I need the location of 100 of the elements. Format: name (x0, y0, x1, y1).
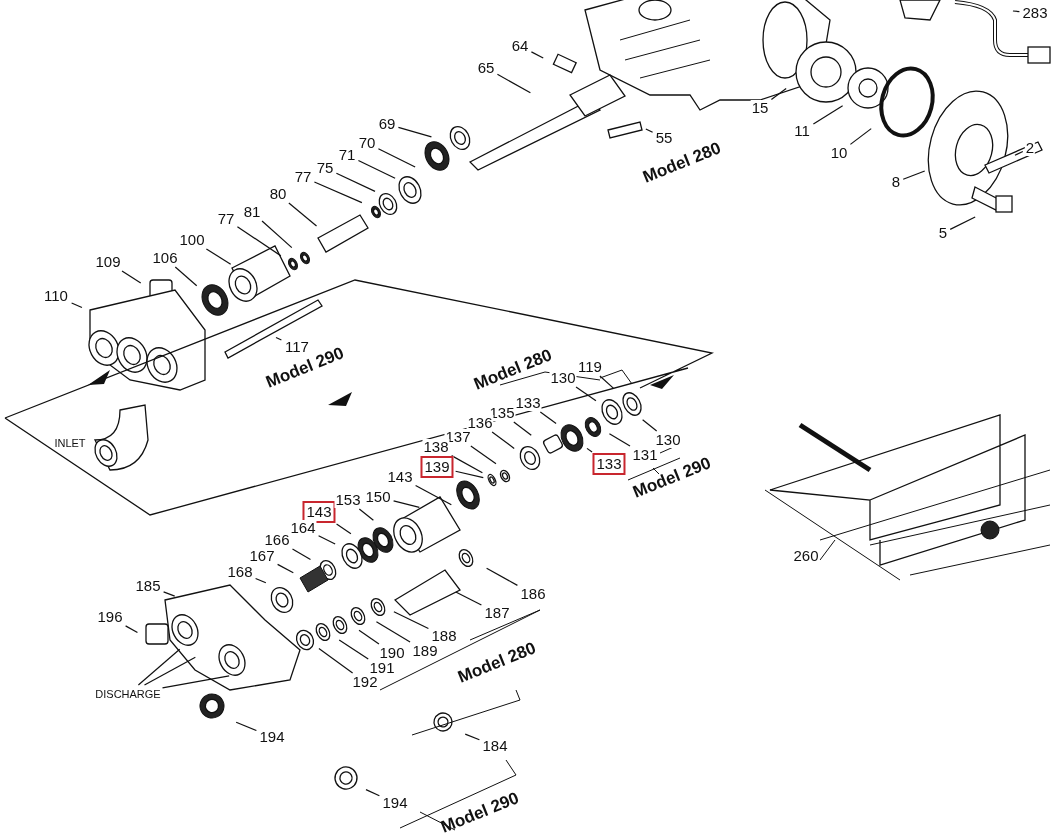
leader-line (486, 567, 518, 586)
callout-number: 196 (96, 609, 124, 625)
callout-number: 260 (792, 548, 820, 564)
callout-number: 133 (514, 395, 542, 411)
callout-number: 77 (293, 169, 313, 185)
leader-line (599, 375, 615, 390)
callout-number: 130 (549, 370, 577, 386)
callout-number: 131 (631, 447, 659, 463)
callout-number: 110 (43, 288, 69, 304)
leader-line (397, 126, 433, 138)
callout-number: 166 (263, 532, 291, 548)
callout-number: 139 (420, 456, 454, 478)
callout-number: 8 (890, 174, 902, 190)
leader-line (275, 336, 282, 341)
leader-line (377, 148, 416, 168)
callout-number: 55 (654, 130, 674, 146)
leader-line (338, 639, 369, 660)
leader-line (455, 470, 484, 479)
leader-line (163, 591, 176, 597)
leader-line (513, 421, 532, 436)
callout-number: 65 (476, 60, 496, 76)
leader-line (642, 419, 658, 432)
leader-line (393, 500, 420, 508)
callout-number: 69 (377, 116, 397, 132)
leader-line (375, 621, 411, 643)
callout-number: 191 (368, 660, 396, 676)
leader-line (205, 248, 232, 265)
leader-line (288, 202, 318, 227)
leader-line (125, 625, 139, 634)
port-label: INLET (54, 436, 86, 451)
leader-line (291, 548, 312, 561)
leader-line (491, 431, 515, 450)
leader-line (318, 535, 336, 545)
leader-line (902, 170, 926, 180)
callout-number: 109 (94, 254, 122, 270)
leader-line (161, 675, 230, 689)
callout-number: 190 (378, 645, 406, 661)
callout-number: 70 (357, 135, 377, 151)
leader-line (235, 721, 257, 732)
leader-line (455, 591, 482, 606)
callout-number: 119 (577, 359, 603, 375)
leader-line (137, 648, 181, 686)
callout-number: 153 (334, 492, 362, 508)
callout-number: 80 (268, 186, 288, 202)
callout-number: 194 (381, 795, 409, 811)
callout-number: 77 (216, 211, 236, 227)
callout-number: 189 (411, 643, 439, 659)
leader-line (358, 508, 374, 521)
callout-number: 283 (1021, 5, 1049, 21)
leader-line (236, 226, 282, 257)
leader-line (1012, 10, 1020, 13)
callout-number: 81 (242, 204, 262, 220)
callout-number: 64 (510, 38, 530, 54)
callout-number: 194 (258, 729, 286, 745)
callout-number: 71 (337, 147, 357, 163)
callout-number: 136 (466, 415, 494, 431)
callout-number: 143 (302, 501, 336, 523)
leader-line (365, 789, 380, 797)
callout-number: 187 (483, 605, 511, 621)
leader-line (496, 73, 531, 94)
leader-line (335, 523, 352, 535)
leader-line (451, 455, 483, 474)
callout-number: 186 (519, 586, 547, 602)
leader-line (71, 302, 83, 309)
leader-line (464, 733, 480, 741)
leader-line (608, 433, 631, 447)
leader-line (335, 172, 376, 192)
leader-line (277, 563, 294, 574)
leader-line (357, 159, 396, 179)
leader-line (261, 220, 293, 249)
callout-number: 117 (284, 339, 310, 355)
callout-number: 5 (937, 225, 949, 241)
leader-line (645, 128, 654, 133)
leader-line (255, 577, 267, 584)
leader-line (539, 411, 557, 425)
callout-number: 184 (481, 738, 509, 754)
callout-number: 106 (151, 250, 179, 266)
leader-line (949, 216, 976, 230)
callout-number: 133 (592, 453, 626, 475)
leader-line (586, 447, 593, 453)
callout-number: 168 (226, 564, 254, 580)
callout-number: 164 (289, 520, 317, 536)
callout-number: 100 (178, 232, 206, 248)
callout-number: 150 (364, 489, 392, 505)
callout-number: 185 (134, 578, 162, 594)
callout-number: 167 (248, 548, 276, 564)
leader-line (1014, 150, 1024, 156)
leader-line (313, 181, 363, 204)
leader-line (849, 128, 872, 145)
leader-line (530, 51, 544, 59)
leader-line (121, 270, 142, 284)
leader-line (470, 445, 497, 465)
leader-line (812, 105, 844, 125)
leader-line (415, 484, 452, 506)
callout-number: 10 (829, 145, 849, 161)
leader-line (143, 656, 196, 686)
callout-number: 188 (430, 628, 458, 644)
callout-number: 138 (422, 439, 450, 455)
leader-line (393, 611, 429, 630)
leader-line (318, 647, 354, 674)
